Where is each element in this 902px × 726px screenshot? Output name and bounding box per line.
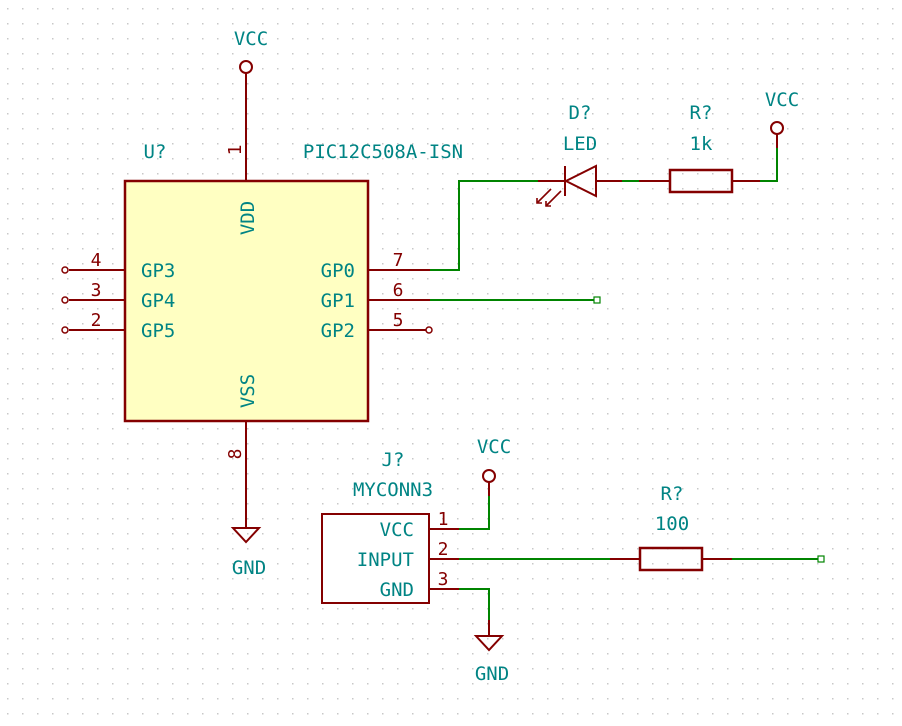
vcc-u1-label: VCC xyxy=(234,28,268,50)
vcc-symbol-r1[interactable]: VCC xyxy=(765,89,799,148)
u1-pin-vss-number: 8 xyxy=(225,449,246,460)
u1-pin-gp5-number: 2 xyxy=(91,310,102,331)
vcc-symbol-j1[interactable]: VCC xyxy=(477,436,511,496)
vcc-u1-circle xyxy=(239,60,253,74)
u1-pin2-end[interactable] xyxy=(61,326,69,334)
u1-pin-gp0-name: GP0 xyxy=(321,260,355,282)
u1-pin-gp1-name: GP1 xyxy=(321,290,355,312)
gp1-wire-end[interactable] xyxy=(593,296,601,304)
j1-pin1-name: VCC xyxy=(380,519,414,541)
u1-pin-vdd-name: VDD xyxy=(237,201,259,235)
u1-pin5-end[interactable] xyxy=(425,326,433,334)
resistor-r1[interactable]: R? 1k xyxy=(639,102,760,194)
u1-pin-gp3-number: 4 xyxy=(91,250,102,271)
j1-body xyxy=(321,513,430,604)
wire-j1-vcc[interactable] xyxy=(459,496,490,530)
led-value: LED xyxy=(563,133,597,155)
j1-pin2-number: 2 xyxy=(438,539,449,560)
r1-reference: R? xyxy=(690,102,713,124)
u1-pin4-end[interactable] xyxy=(61,266,69,274)
gnd-j1-triangle xyxy=(473,635,505,652)
u1-body xyxy=(123,179,370,423)
led-light-arrows xyxy=(536,188,562,207)
gnd-u1-label: GND xyxy=(232,557,266,579)
j1-pin3-number: 3 xyxy=(438,569,449,590)
connector-j1[interactable]: VCC INPUT GND 1 2 3 J? MYCONN3 xyxy=(321,449,459,604)
r1-body xyxy=(668,168,734,194)
u1-value: PIC12C508A-ISN xyxy=(303,141,463,163)
r2-wire-end[interactable] xyxy=(817,555,825,563)
vcc-r1-label: VCC xyxy=(765,89,799,111)
u1-pin-vss-name: VSS xyxy=(237,374,259,408)
j1-value: MYCONN3 xyxy=(353,479,433,501)
u1-pin-vdd-number: 1 xyxy=(225,145,246,156)
gnd-symbol-u1[interactable]: GND xyxy=(230,512,266,579)
r2-value: 100 xyxy=(655,513,689,535)
u1-pin-gp1-number: 6 xyxy=(393,280,404,301)
j1-pin3-name: GND xyxy=(380,579,414,601)
u1-pin-gp0-number: 7 xyxy=(393,250,404,271)
grid-dots xyxy=(7,8,894,715)
u1-component[interactable]: VDD VSS GP3 GP4 GP5 GP0 GP1 GP2 1 8 4 3 … xyxy=(61,87,463,512)
r2-body xyxy=(638,546,704,572)
wire-gp0-led[interactable] xyxy=(430,180,538,271)
u1-pin-gp4-number: 3 xyxy=(91,280,102,301)
led-triangle xyxy=(563,164,597,198)
j1-reference: J? xyxy=(382,449,405,471)
vcc-r1-circle xyxy=(770,121,784,135)
u1-pin-gp4-name: GP4 xyxy=(141,290,175,312)
wire-r1-vcc[interactable] xyxy=(760,148,778,182)
vcc-j1-circle xyxy=(482,469,496,483)
j1-pin2-name: INPUT xyxy=(357,549,414,571)
u1-pin-gp2-name: GP2 xyxy=(321,320,355,342)
j1-pin1-number: 1 xyxy=(438,509,449,530)
r1-value: 1k xyxy=(690,133,713,155)
u1-pin-gp3-name: GP3 xyxy=(141,260,175,282)
gnd-u1-triangle xyxy=(230,527,262,544)
gnd-j1-label: GND xyxy=(475,663,509,685)
u1-pin3-end[interactable] xyxy=(61,296,69,304)
u1-pin-gp5-name: GP5 xyxy=(141,320,175,342)
vcc-j1-label: VCC xyxy=(477,436,511,458)
u1-reference: U? xyxy=(144,141,167,163)
gnd-symbol-j1[interactable]: GND xyxy=(473,620,509,685)
r2-reference: R? xyxy=(661,483,684,505)
led-component[interactable]: D? LED xyxy=(536,102,622,207)
resistor-r2[interactable]: R? 100 xyxy=(610,483,732,572)
wire-j1-gnd[interactable] xyxy=(459,588,490,620)
vcc-symbol-u1[interactable]: VCC xyxy=(234,28,268,87)
u1-pin-gp2-number: 5 xyxy=(393,310,404,331)
led-reference: D? xyxy=(569,102,592,124)
